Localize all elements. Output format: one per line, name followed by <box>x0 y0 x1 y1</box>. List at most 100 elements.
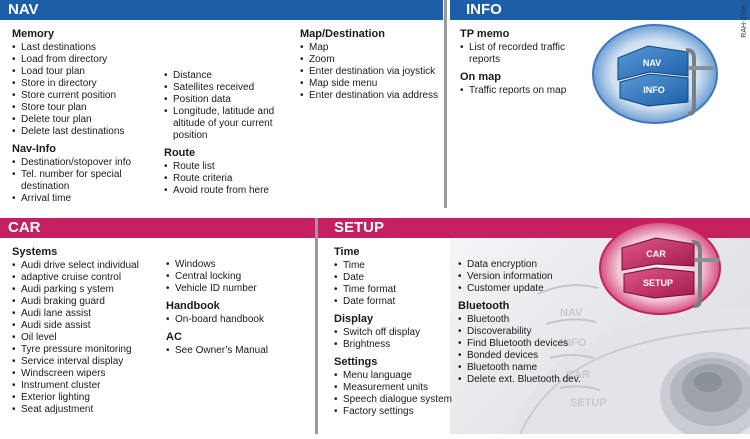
list-item: Map side menu <box>300 78 438 90</box>
list-item: Delete ext. Bluetooth dev. <box>458 374 588 386</box>
nav-section-header: NAV <box>0 0 443 20</box>
car-button-label: CAR <box>646 249 666 259</box>
nav-info-button-badge: NAV INFO <box>590 22 720 131</box>
setup-column-1: Time Time Date Time format Date format D… <box>334 246 462 418</box>
item-list: Audi drive select individual adaptive cr… <box>12 260 172 416</box>
info-section-header: INFO <box>450 0 750 20</box>
nav-info-divider <box>444 0 447 208</box>
list-item: Tyre pressure monitoring <box>12 344 172 356</box>
nav-header-label: NAV <box>8 1 39 18</box>
item-list: On-board handbook <box>166 314 311 326</box>
item-list: Last destinations Load from directory Lo… <box>12 42 162 138</box>
list-item: Audi braking guard <box>12 296 172 308</box>
car-header-label: CAR <box>8 219 41 236</box>
list-item: See Owner’s Manual <box>166 345 311 357</box>
group-title: Map/Destination <box>300 28 385 40</box>
list-item: Store in directory <box>12 78 162 90</box>
list-item: Customer update <box>458 283 588 295</box>
item-list: Menu language Measurement units Speech d… <box>334 370 462 418</box>
list-item: Store tour plan <box>12 102 162 114</box>
list-item: Load from directory <box>12 54 162 66</box>
item-list: See Owner’s Manual <box>166 345 311 357</box>
list-item: Distance <box>164 70 292 82</box>
item-list: List of recorded traffic reports <box>460 42 588 66</box>
list-item: Destination/stopover info <box>12 157 162 169</box>
list-item: Find Bluetooth devices <box>458 338 588 350</box>
list-item: Load tour plan <box>12 66 162 78</box>
group-title: Memory <box>12 28 55 40</box>
group-title: AC <box>166 331 182 343</box>
list-item: Discoverability <box>458 326 588 338</box>
item-list: Destination/stopover info Tel. number fo… <box>12 157 162 205</box>
group-title: Systems <box>12 246 58 258</box>
list-item: Delete last destinations <box>12 126 162 138</box>
list-item: Enter destination via joystick <box>300 66 438 78</box>
item-list: Distance Satellites received Position da… <box>164 70 292 142</box>
list-item: Bluetooth <box>458 314 588 326</box>
group-title: TP memo <box>460 28 510 40</box>
setup-column-2: Data encryption Version information Cust… <box>458 259 588 386</box>
car-setup-button-illustration: CAR SETUP <box>599 221 721 315</box>
info-header-label: INFO <box>466 1 502 18</box>
list-item: Audi side assist <box>12 320 172 332</box>
list-item: Measurement units <box>334 382 462 394</box>
group-title: Route <box>164 147 196 159</box>
list-item: Store current position <box>12 90 162 102</box>
item-list: Map Zoom Enter destination via joystick … <box>300 42 438 102</box>
list-item: Date format <box>334 296 462 308</box>
list-item: Speech dialogue system <box>334 394 462 406</box>
list-item: Bluetooth name <box>458 362 588 374</box>
list-item: Route criteria <box>164 173 292 185</box>
group-title: Nav-Info <box>12 143 56 155</box>
list-item: Exterior lighting <box>12 392 172 404</box>
list-item: Longitude, latitude and altitude of your… <box>164 106 292 142</box>
list-item: adaptive cruise control <box>12 272 172 284</box>
item-list: Switch off display Brightness <box>334 327 462 351</box>
car-setup-button-badge: CAR SETUP <box>598 220 728 325</box>
list-item: Map <box>300 42 438 54</box>
list-item: Arrival time <box>12 193 162 205</box>
list-item: Oil level <box>12 332 172 344</box>
list-item: Time format <box>334 284 462 296</box>
list-item: Bonded devices <box>458 350 588 362</box>
item-list: Windows Central locking Vehicle ID numbe… <box>166 259 311 295</box>
item-list: Traffic reports on map <box>460 85 588 97</box>
group-title: On map <box>460 71 501 83</box>
list-item: Factory settings <box>334 406 462 418</box>
rotary-knob <box>660 352 750 439</box>
car-column-1: Systems Audi drive select individual ada… <box>12 246 172 416</box>
nav-info-button-illustration: NAV INFO <box>592 24 718 124</box>
list-item: On-board handbook <box>166 314 311 326</box>
list-item: Avoid route from here <box>164 185 292 197</box>
group-title: Display <box>334 313 374 325</box>
group-title: Handbook <box>166 300 220 312</box>
list-item: Central locking <box>166 271 311 283</box>
nav-column-2: Distance Satellites received Position da… <box>164 70 292 197</box>
list-item: Enter destination via address <box>300 90 438 102</box>
item-list: Time Date Time format Date format <box>334 260 462 308</box>
setup-button-label: SETUP <box>643 278 673 288</box>
list-item: Service interval display <box>12 356 172 368</box>
list-item: Switch off display <box>334 327 462 339</box>
group-title: Bluetooth <box>458 300 510 312</box>
info-button-label: INFO <box>643 85 665 95</box>
list-item: List of recorded traffic reports <box>460 42 588 66</box>
nav-button-label: NAV <box>643 58 661 68</box>
list-item: Delete tour plan <box>12 114 162 126</box>
list-item: Vehicle ID number <box>166 283 311 295</box>
list-item: Brightness <box>334 339 462 351</box>
item-list: Route list Route criteria Avoid route fr… <box>164 161 292 197</box>
faded-label-setup: SETUP <box>570 397 607 409</box>
group-title: Settings <box>334 356 378 368</box>
list-item: Traffic reports on map <box>460 85 588 97</box>
setup-header-label: SETUP <box>334 219 385 236</box>
list-item: Date <box>334 272 462 284</box>
nav-column-3: Map/Destination Map Zoom Enter destinati… <box>300 28 438 102</box>
info-column: TP memo List of recorded traffic reports… <box>460 28 588 97</box>
item-list: Bluetooth Discoverability Find Bluetooth… <box>458 314 588 386</box>
nav-column-1: Memory Last destinations Load from direc… <box>12 28 162 205</box>
list-item: Position data <box>164 94 292 106</box>
list-item: Audi drive select individual <box>12 260 172 272</box>
list-item: Windows <box>166 259 311 271</box>
list-item: Last destinations <box>12 42 162 54</box>
